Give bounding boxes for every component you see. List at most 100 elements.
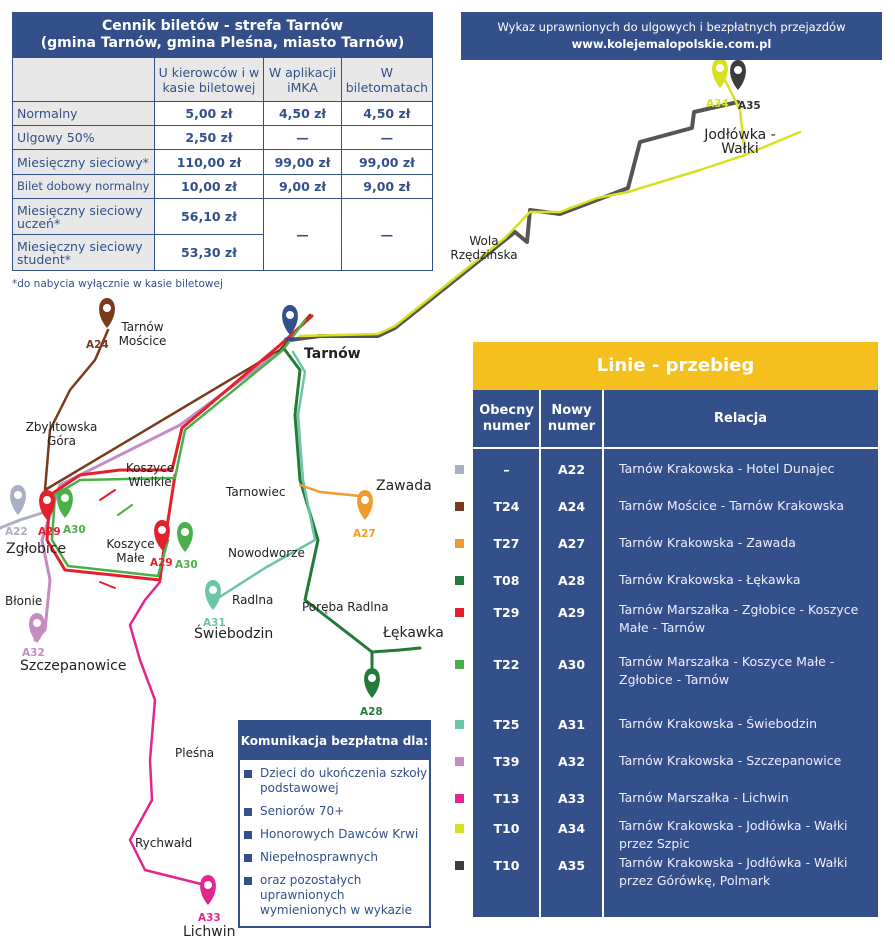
direction-arrows-red [99,489,116,501]
route-description: Tarnów Krakowska - Szczepanowice [619,753,842,768]
old-line-number: T13 [493,791,520,806]
new-line-number: A29 [557,605,586,620]
pin-icon-a30-koszyce [177,522,193,552]
place-label-koszyce-wielkie: Koszyce Wielkie [125,461,175,489]
list-item: oraz pozostałych uprawnionych wymieniony… [244,873,429,918]
table-row: Miesięczny sieciowy uczeń*56,10 zł—— [12,198,434,271]
place-label-szczepanowice: Szczepanowice [20,658,127,674]
old-line-number: T29 [493,605,520,620]
line-code-a29: A29 [38,526,61,538]
route-description: Tarnów Marszałka - Lichwin [619,790,789,805]
route-a24 [43,313,312,492]
place-label-wola: Wola Rzędzińska [450,234,518,262]
line-color-swatch [455,539,464,548]
route-a28-branch [370,646,422,654]
route-a31 [213,350,317,602]
new-line-number: A31 [557,717,586,732]
route-a29 [45,314,314,582]
route-description: Tarnów Krakowska - Hotel Dunajec [619,461,835,476]
line-code-a30: A30 [63,524,86,536]
route-description: Tarnów Marszałka - Zgłobice - Koszyce Ma… [619,602,859,635]
place-label-moscice: Tarnów Mościce [118,320,167,348]
column-header: W aplikacji iMKA [263,57,342,102]
line-color-swatch [455,720,464,729]
place-label-zbylitowska: Zbylitowska Góra [25,420,98,448]
place-label-plesna: Pleśna [175,746,215,760]
new-line-number: A24 [557,499,586,514]
place-label-tarnow: Tarnów [304,346,361,362]
place-label-lichwin: Lichwin [183,924,236,940]
old-line-number: T10 [493,821,520,836]
pin-icon-a27 [357,490,373,520]
old-line-number: T10 [493,858,520,873]
website-link[interactable]: www.kolejemalopolskie.com.pl [571,37,772,51]
free-travel-box: Komunikacja bezpłatna dla: Dzieci do uko… [238,720,431,928]
route-description: Tarnów Krakowska - Jodłówka - Wałki prze… [619,855,848,888]
route-a30 [50,318,307,578]
new-line-number: A33 [557,791,586,806]
eligibility-info-box: Wykaz uprawnionych do ulgowych i bezpłat… [461,12,882,60]
line-color-swatch [455,794,464,803]
new-line-number: A28 [557,573,586,588]
pin-icon-a30-zglobice [57,488,73,518]
new-line-number: A27 [557,536,586,551]
place-label-lekawka: Łękawka [383,625,444,641]
table-row: Miesięczny sieciowy student*53,30 zł [12,234,433,271]
line-code-a29-koszyce: A29 [150,557,173,569]
pin-icon-a32 [29,613,45,643]
direction-arrows [117,504,133,516]
place-label-nowodworze: Nowodworze [228,546,305,560]
place-label-koszyce-male: Koszyce Małe [106,537,155,565]
route-description: Tarnów Krakowska - Łękawka [619,572,801,587]
route-description: Tarnów Mościce - Tarnów Krakowska [619,498,844,513]
column-header: Nowy numer [547,402,596,434]
line-code-a22: A22 [5,526,28,538]
route-a34 [298,130,802,338]
place-label-jodlowka: Jodłówka - Wałki [704,127,776,157]
price-footnote: *do nabycia wyłącznie w kasie biletowej [12,278,223,290]
line-code-a33: A33 [198,912,221,924]
route-a32 [33,353,277,642]
new-line-number: A30 [557,657,586,672]
line-color-swatch [455,576,464,585]
pin-icon-a24 [99,298,115,328]
route-description: Tarnów Marszałka - Koszyce Małe - Zgłobi… [619,654,835,687]
place-label-zglobice: Zgłobice [6,541,67,557]
route-a22 [0,510,47,530]
line-color-swatch [455,824,464,833]
route-a35 [288,100,740,342]
route-a27 [298,483,362,498]
route-description: Tarnów Krakowska - Świebodzin [619,716,818,731]
old-line-number: T39 [493,754,520,769]
place-label-blonie: Błonie [5,594,43,608]
line-color-swatch [455,465,464,474]
new-line-number: A32 [557,754,586,769]
column-header: U kierowców i w kasie biletowej [153,57,265,102]
lines-table: Linie - przebieg Obecny numer Nowy numer… [455,342,878,917]
list-item: Dzieci do ukończenia szkoły podstawowej [244,766,429,796]
price-table: Cennik biletów - strefa Tarnów(gmina Tar… [12,12,434,271]
old-line-number: T08 [493,573,520,588]
line-code-a28: A28 [360,706,383,718]
line-color-swatch [455,502,464,511]
old-line-number: T24 [493,499,520,514]
pin-icon-a28 [364,668,380,698]
place-label-swiebodzin: Świebodzin [194,626,274,642]
pin-icon-a22 [10,485,26,515]
line-code-a34: A34 [706,98,729,110]
line-code-a31: A31 [203,617,226,629]
pin-icon-a34 [712,58,728,88]
list-item: Niepełnosprawnych [244,850,429,865]
old-line-number: – [503,462,510,477]
line-color-swatch [455,660,464,669]
pin-icon-a33 [200,875,216,905]
stop-markers [10,58,746,905]
old-line-number: T27 [493,536,520,551]
line-code-a32: A32 [22,647,45,659]
old-line-number: T22 [493,657,520,672]
place-label-poreba: Poręba Radlna [302,600,389,614]
line-code-a27: A27 [353,528,376,540]
